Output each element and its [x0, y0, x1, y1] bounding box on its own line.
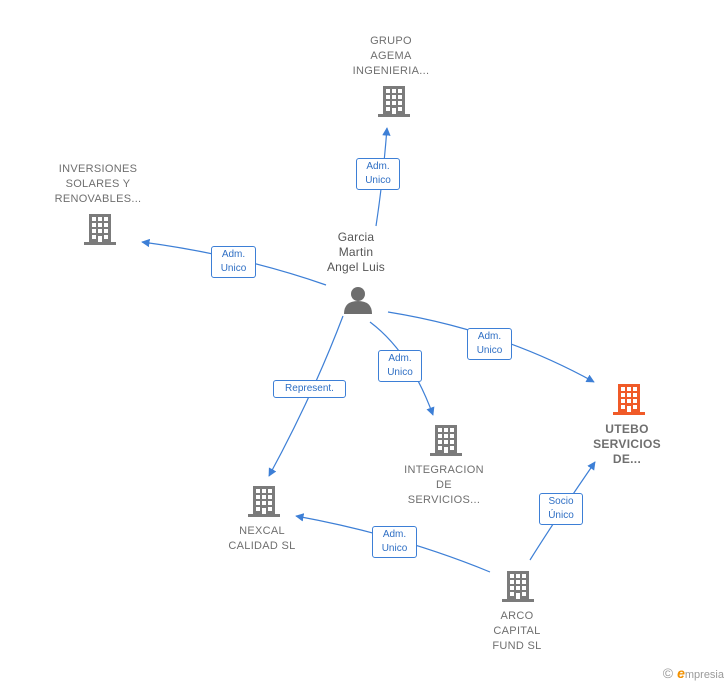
node-label-arco-capital[interactable]: ARCO CAPITAL FUND SL — [492, 610, 542, 652]
node-label-garcia-martin[interactable]: Garcia Martin Angel Luis — [326, 230, 386, 274]
building-icon-utebo[interactable] — [613, 384, 645, 415]
edge-label-to-inversiones: Adm. Unico — [211, 246, 256, 278]
person-icon-garcia-martin[interactable] — [344, 287, 372, 314]
building-icon-inversiones[interactable] — [84, 214, 116, 245]
building-icon-nexcal[interactable] — [248, 486, 280, 517]
brand-logo: empresia — [677, 665, 724, 681]
edge-label-arco-to-utebo: Socio Único — [539, 493, 583, 525]
edge-label-to-grupo-agema: Adm. Unico — [356, 158, 400, 190]
building-icon-integracion[interactable] — [430, 425, 462, 456]
building-icon-arco[interactable] — [502, 571, 534, 602]
copyright-icon: © — [662, 665, 674, 681]
building-icon-grupo-agema[interactable] — [378, 86, 410, 117]
node-label-nexcal-calidad[interactable]: NEXCAL CALIDAD SL — [228, 525, 296, 552]
edge-label-to-utebo: Adm. Unico — [467, 328, 512, 360]
empresia-watermark: © empresia — [663, 665, 724, 681]
edge-label-arco-to-nexcal: Adm. Unico — [372, 526, 417, 558]
node-label-integracion-servicios[interactable]: INTEGRACION DE SERVICIOS... — [404, 464, 484, 506]
edge-label-to-nexcal: Represent. — [273, 380, 346, 398]
edge-label-to-integracion: Adm. Unico — [378, 350, 422, 382]
node-label-utebo-servicios[interactable]: UTEBO SERVICIOS DE... — [593, 422, 661, 466]
node-label-grupo-agema[interactable]: GRUPO AGEMA INGENIERIA... — [352, 35, 430, 77]
node-label-inversiones-solares[interactable]: INVERSIONES SOLARES Y RENOVABLES... — [54, 163, 142, 205]
